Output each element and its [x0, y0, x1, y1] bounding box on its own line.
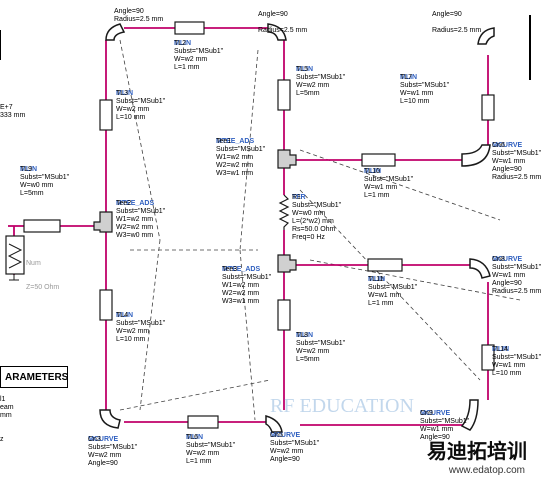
tee1-label: MTEE_ADS Tee1 Subst="MSub1" W1=w2 mm W2=…: [216, 138, 266, 177]
resistor-shape: [278, 194, 290, 230]
watermark-logo: 易迪拓培训: [427, 441, 527, 463]
watermark-url: www.edatop.com: [448, 465, 525, 476]
dashed-lines: [119, 39, 521, 421]
crv-top-left-label: Angle=90 Radius=2.5 mm: [114, 8, 164, 23]
left-fragment-a: E+7: [0, 104, 13, 111]
tee-shapes: [93, 149, 297, 273]
tl7-label: MLIN TL7 Subst="MSub1" W=w1 mm L=10 mm: [400, 74, 450, 105]
term-port: [5, 235, 25, 281]
left-fragment-d: eam: [0, 404, 14, 411]
cn5-label: MCURVE Cn5 Subst="MSub1" W=w2 mm Angle=9…: [270, 432, 320, 463]
tl11-label: MLIN TL11 Subst="MSub1" W=w1 mm L=1 mm: [368, 276, 418, 307]
tl9-label: MLIN TL9 Subst="MSub1" W=w0 mm L=5mm: [20, 166, 70, 197]
tee3-label: MTEE_ADS Tee3 Subst="MSub1" W1=w2 mm W2=…: [222, 266, 272, 305]
mlin-shapes: [23, 21, 495, 429]
tl4-label: MLIN TL4 Subst="MSub1" W=w2 mm L=10 mm: [116, 312, 166, 343]
tl2-label: MLIN TL2 Subst="MSub1" W=w2 mm L=1 mm: [174, 40, 224, 71]
left-fragment-b: 333 mm: [0, 112, 26, 119]
tl10-label: MLIN TL10 Subst="MSub1" W=w1 mm L=1 mm: [364, 168, 414, 199]
crv-top-right-label: Angle=90 Radius=2.5 mm: [432, 11, 482, 34]
tl5-label: MLIN TL5 Subst="MSub1" W=w2 mm L=5mm: [296, 66, 346, 97]
cn8-label: MCURVE Cn8 Subst="MSub1" W=w1 mm Angle=9…: [492, 256, 541, 295]
curve-shapes: [99, 23, 495, 433]
tl3-label: MLIN TL3 Subst="MSub1" W=w2 mm L=10 mm: [116, 90, 166, 121]
left-fragment-e: mm: [0, 412, 12, 419]
parameters-button[interactable]: ARAMETERS: [0, 366, 68, 388]
term-label: Num Z=50 Ohm: [26, 260, 60, 291]
tl6-label: MLIN TL6 Subst="MSub1" W=w2 mm L=1 mm: [186, 434, 236, 465]
left-fragment-c: l1: [0, 396, 6, 403]
tl8-label: MLIN TL8 Subst="MSub1" W=w2 mm L=5mm: [296, 332, 346, 363]
r1-label: TFR R1 Subst="MSub1" W=w0 mm L=(2*w2) mm…: [292, 194, 342, 241]
wires: [8, 27, 489, 426]
left-fragment-f: z: [0, 436, 4, 443]
crv-top-center-label: Angle=90 Radius=2.5 mm: [258, 11, 308, 34]
cn3-label: MCURVE Cn3 Subst="MSub1" W=w2 mm Angle=9…: [88, 436, 138, 467]
tl14-label: MLIN TL14 Subst="MSub1" W=w1 mm L=10 mm: [492, 346, 541, 377]
cn9-label: MCURVE Cn9 Subst="MSub1" W=w1 mm Angle=9…: [420, 410, 470, 441]
faint-watermark: RF EDUCATION: [270, 395, 414, 417]
tee2-label: MTEE_ADS Tee2 Subst="MSub1" W1=w2 mm W2=…: [116, 200, 166, 239]
cn6-label: MCURVE Cn6 Subst="MSub1" W=w1 mm Angle=9…: [492, 142, 541, 181]
